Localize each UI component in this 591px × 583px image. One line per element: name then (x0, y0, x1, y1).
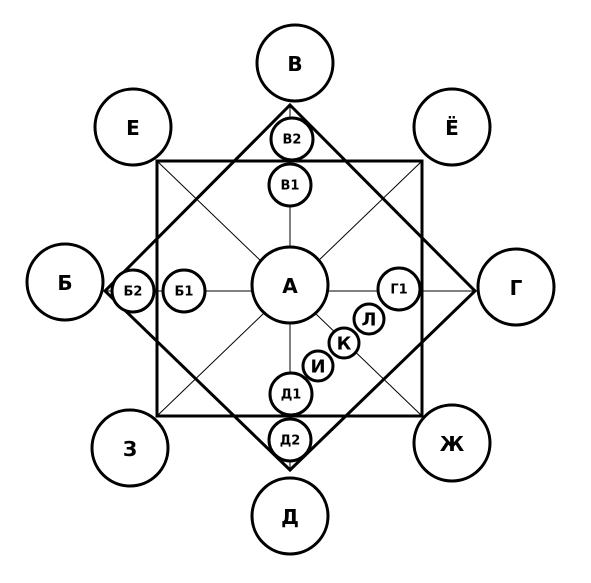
node-d1: Д1 (268, 371, 314, 417)
node-zh-label: Ж (440, 432, 465, 456)
node-v2-label: В2 (283, 133, 302, 148)
node-a: А (250, 245, 330, 325)
node-v2: В2 (269, 116, 315, 162)
node-yo-label: Ё (445, 116, 459, 140)
node-z-label: З (123, 437, 137, 461)
node-g: Г (476, 247, 556, 327)
node-d2: Д2 (267, 417, 313, 463)
node-g1: Г1 (376, 266, 422, 312)
node-a-label: А (282, 274, 298, 298)
node-v1-label: В1 (281, 179, 300, 194)
node-g1-label: Г1 (390, 283, 407, 298)
node-i-label: И (310, 357, 325, 378)
node-b1-label: Б1 (175, 285, 194, 300)
node-g-label: Г (510, 276, 523, 300)
node-b2: Б2 (110, 268, 156, 314)
node-v1: В1 (267, 162, 313, 208)
node-e: Е (93, 87, 173, 167)
node-z: З (90, 408, 170, 488)
node-d: Д (250, 476, 330, 556)
node-b-label: Б (57, 271, 72, 295)
node-v-label: В (287, 52, 302, 76)
node-d-label: Д (281, 505, 299, 529)
node-b1: Б1 (161, 268, 207, 314)
diamond-frame (102, 102, 478, 473)
node-l-label: Л (362, 310, 377, 331)
node-zh: Ж (412, 403, 492, 483)
node-b2-label: Б2 (124, 285, 143, 300)
node-k-label: К (337, 334, 352, 355)
node-i: И (301, 349, 335, 383)
node-b: Б (25, 242, 105, 322)
node-l: Л (352, 302, 386, 336)
node-k: К (327, 326, 361, 360)
node-v: В (255, 23, 335, 103)
node-d2-label: Д2 (280, 434, 301, 449)
node-yo: Ё (412, 87, 492, 167)
node-e-label: Е (126, 116, 140, 140)
node-d1-label: Д1 (281, 388, 302, 403)
